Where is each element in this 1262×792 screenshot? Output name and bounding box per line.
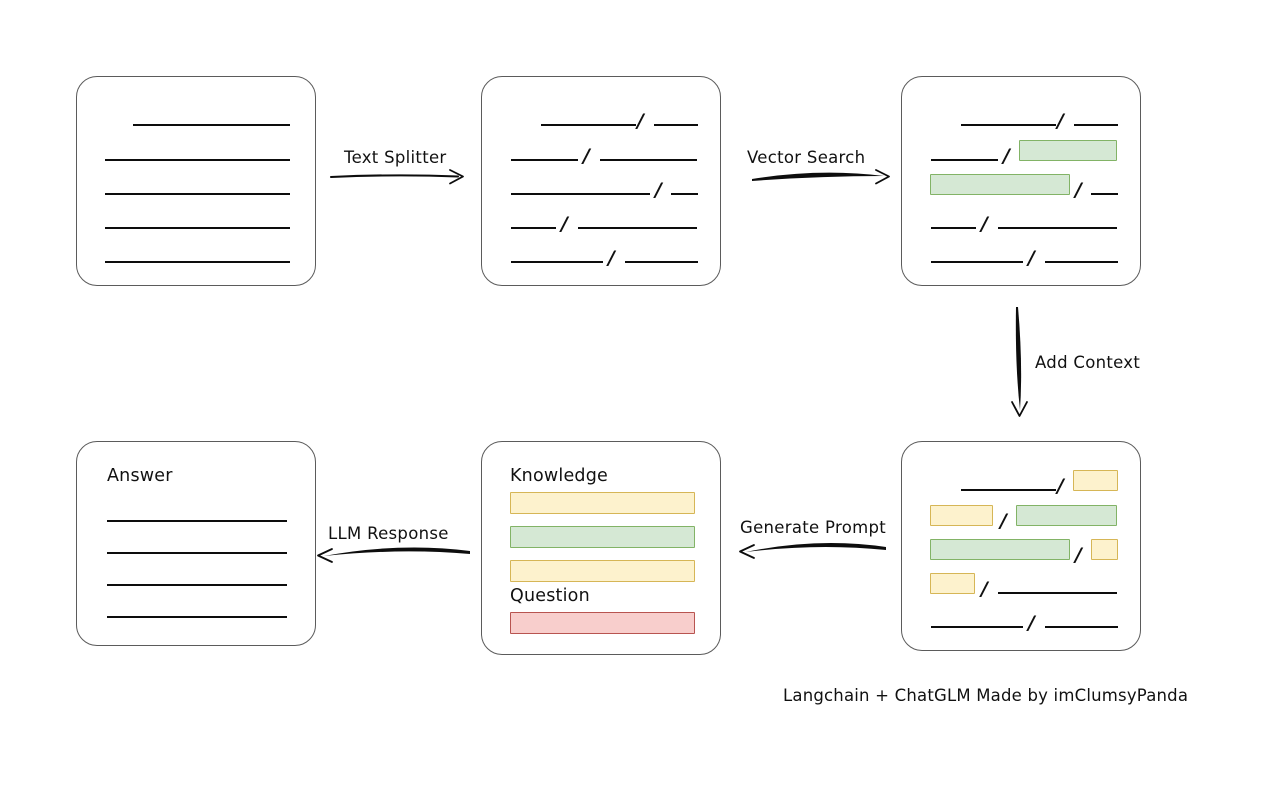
arrow-label-llm-response: LLM Response	[328, 524, 449, 543]
text-rule	[625, 261, 698, 263]
text-rule	[931, 626, 1023, 628]
box-answer: Answer	[76, 441, 316, 646]
text-rule	[105, 159, 290, 161]
box-vector-matches: /////	[901, 76, 1141, 286]
yellow-bar	[510, 560, 695, 582]
arrow-vector-search	[752, 169, 890, 185]
text-rule	[105, 261, 290, 263]
arrow-label-generate-prompt: Generate Prompt	[740, 518, 886, 537]
text-rule	[998, 592, 1117, 594]
text-rule	[1074, 124, 1118, 126]
green-highlight	[1016, 505, 1117, 526]
green-bar	[510, 526, 695, 548]
text-rule	[961, 489, 1056, 491]
green-highlight	[930, 539, 1070, 560]
text-rule	[931, 261, 1023, 263]
text-rule	[578, 227, 697, 229]
yellow-highlight	[930, 573, 975, 594]
text-rule	[1045, 261, 1118, 263]
text-rule	[600, 159, 697, 161]
arrow-label-add-context: Add Context	[1035, 353, 1141, 372]
text-rule	[654, 124, 698, 126]
text-rule	[961, 124, 1056, 126]
box-source-document	[76, 76, 316, 286]
red-bar	[510, 612, 695, 634]
box-context-added: /////	[901, 441, 1141, 651]
text-rule	[105, 227, 290, 229]
text-rule	[511, 193, 650, 195]
text-rule	[931, 227, 976, 229]
heading-answer-0: Answer	[107, 466, 173, 486]
green-highlight	[1019, 140, 1117, 161]
text-rule	[931, 159, 998, 161]
arrow-generate-prompt	[739, 543, 886, 559]
heading-prompt-0: Knowledge	[510, 466, 608, 486]
diagram-caption: Langchain + ChatGLM Made by imClumsyPand…	[783, 686, 1189, 705]
yellow-highlight	[1091, 539, 1118, 560]
text-rule	[105, 193, 290, 195]
arrow-add-context	[1011, 307, 1028, 417]
yellow-highlight	[1073, 470, 1118, 491]
text-rule	[133, 124, 290, 126]
text-rule	[107, 616, 287, 618]
arrow-llm-response	[317, 547, 470, 563]
yellow-highlight	[930, 505, 993, 526]
text-rule	[107, 552, 287, 554]
text-rule	[511, 261, 603, 263]
text-rule	[511, 227, 556, 229]
arrow-label-vector-search: Vector Search	[747, 148, 866, 167]
text-rule	[541, 124, 636, 126]
yellow-bar	[510, 492, 695, 514]
text-rule	[511, 159, 578, 161]
arrow-text-splitter	[329, 169, 464, 185]
text-rule	[107, 520, 287, 522]
text-rule	[1045, 626, 1118, 628]
text-rule	[107, 584, 287, 586]
text-rule	[671, 193, 698, 195]
green-highlight	[930, 174, 1070, 195]
text-rule	[998, 227, 1117, 229]
heading-prompt-1: Question	[510, 586, 590, 606]
text-rule	[1091, 193, 1118, 195]
arrow-label-text-splitter: Text Splitter	[344, 148, 447, 167]
box-split-chunks: /////	[481, 76, 721, 286]
